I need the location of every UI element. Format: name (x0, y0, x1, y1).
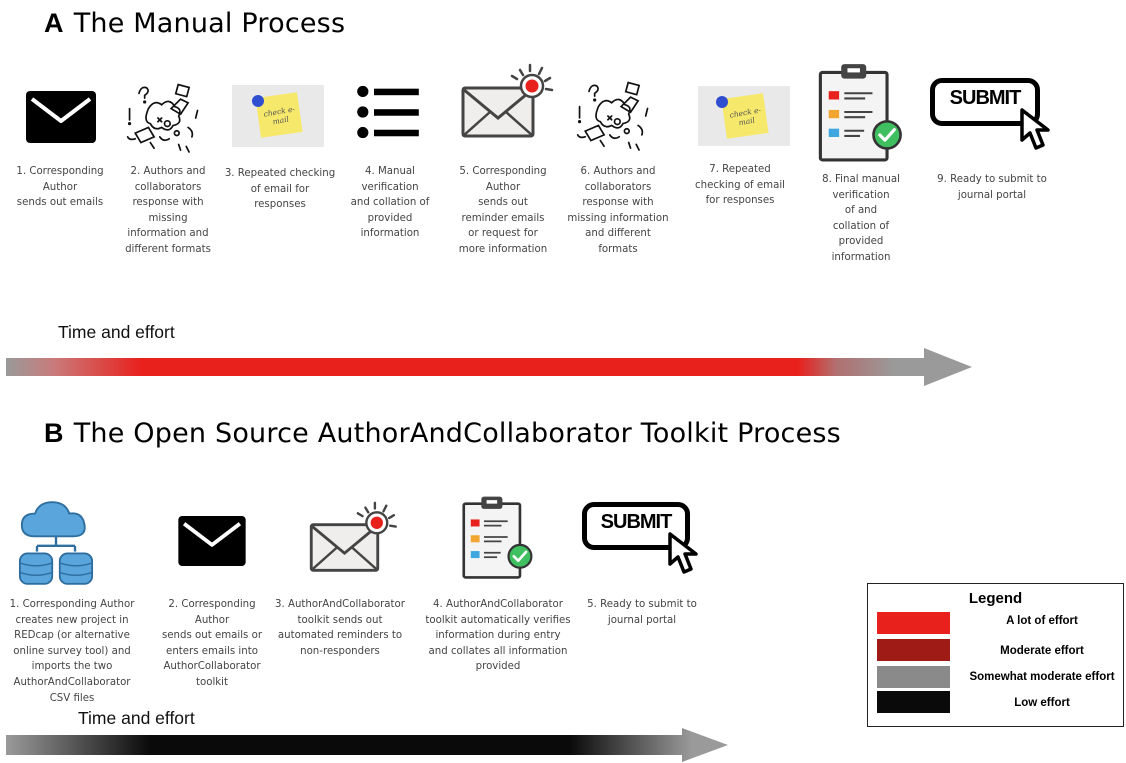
panel-a-step-9-caption: 9. Ready to submit to journal portal (937, 174, 1047, 201)
panel-a-effort-arrow (6, 348, 972, 386)
alert-envelope-icon (460, 62, 556, 142)
legend-label-somewhat-moderate: Somewhat moderate effort (969, 671, 1115, 683)
alert-envelope-icon (308, 500, 400, 576)
cloud-database-icon (18, 500, 94, 586)
sticky-note-icon: check e-mail (698, 86, 790, 146)
panel-a-step-7-caption: 7. Repeated checking of email for respon… (695, 164, 785, 207)
panel-b-step-5-caption: 5. Ready to submit to journal portal (587, 599, 697, 626)
legend-label-a-lot: A lot of effort (1006, 615, 1078, 627)
panel-b-title: B The Open Source AuthorAndCollaborator T… (44, 418, 841, 449)
cursor-icon (666, 532, 706, 576)
checklist-clipboard-icon (818, 62, 904, 162)
panel-a-step-1-caption: 1. Corresponding Author sends out emails (16, 166, 104, 209)
legend: Legend A lot of effort Moderate effort S… (867, 583, 1124, 727)
panel-b-effort-arrow (6, 728, 728, 762)
chaotic-doodle-icon (572, 78, 657, 154)
submit-text: SUBMIT (600, 511, 673, 533)
legend-swatch-moderate (877, 639, 950, 661)
submit-text: SUBMIT (949, 87, 1022, 109)
panel-a-step-5-caption: 5. Corresponding Author sends out remind… (458, 166, 548, 255)
submit-button-icon: SUBMIT (582, 502, 712, 586)
panel-a-step-4-caption: 4. Manual verification and collation of … (350, 166, 430, 240)
chaotic-doodle-icon (122, 80, 207, 156)
panel-a-time-effort-label: Time and effort (58, 322, 175, 342)
panel-a-step-6-caption: 6. Authors and collaborators response wi… (567, 166, 669, 255)
panel-a-step-3-caption: 3. Repeated checking of email for respon… (224, 168, 336, 211)
list-icon (355, 84, 421, 140)
legend-label-low: Low effort (1014, 697, 1070, 709)
panel-a-title-text: The Manual Process (73, 8, 346, 39)
panel-a-step-8-caption: 8. Final manual verification of and coll… (822, 174, 900, 263)
envelope-icon (26, 91, 96, 143)
legend-swatch-somewhat-moderate (877, 666, 950, 688)
legend-swatch-low (877, 691, 950, 713)
checklist-clipboard-icon (462, 494, 534, 580)
panel-a-title: A The Manual Process (44, 8, 345, 39)
submit-button-icon: SUBMIT (930, 78, 1066, 162)
panel-a-letter: A (44, 8, 64, 38)
panel-a-step-2-caption: 2. Authors and collaborators response wi… (125, 166, 211, 255)
panel-b-time-effort-label: Time and effort (78, 708, 195, 728)
cursor-icon (1018, 108, 1058, 152)
panel-b-title-text: The Open Source AuthorAndCollaborator To… (73, 418, 841, 449)
panel-b-step-4-caption: 4. AuthorAndCollaborator toolkit automat… (425, 599, 571, 673)
sticky-note-icon: check e-mail (232, 85, 324, 147)
panel-b-step-3-caption: 3. AuthorAndCollaborator toolkit sends o… (275, 599, 405, 657)
legend-label-moderate: Moderate effort (1000, 645, 1084, 657)
panel-b-step-1-caption: 1. Corresponding Author creates new proj… (9, 599, 135, 704)
legend-swatch-a-lot (877, 612, 950, 634)
legend-title: Legend (968, 590, 1023, 607)
envelope-icon (178, 516, 246, 566)
panel-b-step-2-caption: 2. Corresponding Author sends out emails… (161, 599, 263, 688)
panel-b-letter: B (44, 418, 64, 448)
